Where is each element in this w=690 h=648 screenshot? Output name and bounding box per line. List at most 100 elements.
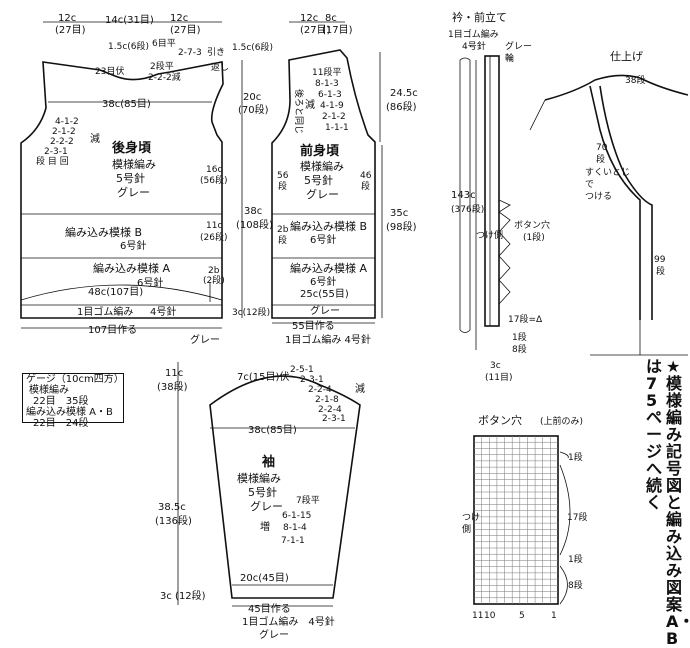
back-rd-1: 16c <box>206 165 222 175</box>
front-pattern: 模様編み <box>300 159 344 173</box>
back-arm-2: 2-1-2 <box>52 127 76 137</box>
sleeve-top-2: (38段) <box>157 380 188 393</box>
front-sl-1: 56 <box>277 171 289 181</box>
bh-col-5: 5 <box>519 611 525 621</box>
sleeve-cd-2: 2-3-1 <box>300 375 324 385</box>
bh-row-8: 8段 <box>568 579 583 591</box>
sleeve-cd-4: 2-1-8 <box>315 395 339 405</box>
back-rd-3: 11c <box>206 221 222 231</box>
back-band-b-needle: 6号針 <box>120 239 146 252</box>
front-sr-2: 段 <box>361 180 370 192</box>
back-rib: 1目ゴム編み <box>77 305 133 318</box>
gauge-title: ゲージ（10cm四方） <box>26 374 124 385</box>
back-band-b: 編み込み模様 B <box>65 225 142 239</box>
sleeve-inc-2: 6-1-15 <box>282 511 311 521</box>
gauge-pattern-val: 22目 35段 <box>33 396 89 407</box>
front-top-c1: (27目) <box>300 25 331 36</box>
band-rib: 1目ゴム編み <box>448 28 499 40</box>
back-rib-needle: 4号針 <box>150 305 176 318</box>
front-back-ref: 後ろと同じ <box>293 89 305 134</box>
bh-row-1: 1段 <box>568 451 583 463</box>
sleeve-inc-3: 8-1-4 <box>283 523 307 533</box>
sleeve-color: グレー <box>250 499 283 513</box>
back-rd-5: 2b <box>208 266 220 276</box>
back-rd-6: (2段) <box>203 274 225 286</box>
band-outline-strip <box>459 57 471 333</box>
front-band-b-needle: 6号針 <box>310 233 336 246</box>
finishing: 仕上げ 38段 70 段 すくいとじ で つける 99 段 <box>529 50 689 356</box>
front-top-c2: (17目) <box>322 25 353 36</box>
back-neck-2: 2段平 <box>150 60 174 72</box>
side-note-line2: は75ページへ続く <box>646 357 663 512</box>
buttonhole-chart: ボタン穴 (上前のみ) つけ 側 11 10 5 1 1段 17段 1段 8段 <box>462 413 587 621</box>
band-len-1: 143c <box>451 190 476 201</box>
band-bh: ボタン穴 <box>514 219 550 231</box>
bh-side-2: 側 <box>462 523 471 535</box>
back-neck-1: 23目伏 <box>95 65 124 77</box>
sleeve-w20: 20c(45目) <box>240 573 289 584</box>
back-pattern: 模様編み <box>112 157 156 171</box>
back-needle: 5号針 <box>116 171 145 185</box>
finish-99-1: 99 <box>654 255 666 265</box>
front-sr-1: 46 <box>360 171 372 181</box>
back-w38: 38c(85目) <box>102 99 151 110</box>
sleeve-len-2: (136段) <box>155 514 192 527</box>
finish-arm <box>529 99 546 131</box>
bh-col-10: 10 <box>484 611 496 621</box>
sleeve-cd-6: 2-3-1 <box>322 414 346 424</box>
back-color: グレー <box>117 185 150 199</box>
side-dims: 1.5c(6段) 20c (70段) 38c (108段) 3c(12段) <box>232 41 273 318</box>
back-gray: グレー <box>190 333 220 346</box>
bh-brace-2 <box>559 464 571 556</box>
band-8: 8段 <box>512 343 527 355</box>
finish-70-2: 段 <box>596 153 605 165</box>
finish-sew-1: すくいとじ <box>585 167 630 178</box>
bh-row-17: 17段 <box>567 511 587 523</box>
back-outline <box>20 61 224 319</box>
bh-col-1: 1 <box>551 611 557 621</box>
back-shoulder-1: 1.5c(6段) <box>108 40 149 52</box>
sleeve-needle: 5号針 <box>248 485 277 499</box>
front-gray: グレー <box>310 304 340 317</box>
band-bh-count: (1段) <box>523 231 545 243</box>
front-2b-2: 段 <box>278 234 287 246</box>
sleeve-gray: グレー <box>259 628 289 641</box>
side-dim-6: 3c(12段) <box>232 306 270 318</box>
finish-neck-left <box>589 85 641 320</box>
sleeve-inc-1: 7段平 <box>296 494 320 506</box>
front-top-w1: 12c <box>300 13 318 24</box>
front-dim35-2: (98段) <box>386 220 417 233</box>
back-title: 後身頃 <box>112 140 152 156</box>
finish-neck-right <box>599 85 653 320</box>
front-sl-2: 段 <box>278 180 287 192</box>
sleeve-rib: 1目ゴム編み 4号針 <box>242 615 335 628</box>
sleeve-top-1: 11c <box>165 368 183 379</box>
side-dim-3: (70段) <box>238 103 269 116</box>
back-w48: 48c(107目) <box>88 287 143 298</box>
gauge-pattern: 模様編み <box>29 385 69 396</box>
back-shoulder-5: 返し <box>211 61 229 73</box>
band-bottom-2: (11目) <box>485 372 512 383</box>
back-arm-6: 減 <box>90 132 100 145</box>
sleeve-cap-mark: 減 <box>355 382 365 395</box>
front-band-a: 編み込み模様 A <box>290 261 367 275</box>
front-cast-on: 55目作る <box>292 320 335 332</box>
back-band-a-needle: 6号針 <box>137 276 163 289</box>
bh-brace-1 <box>559 451 569 459</box>
back-band-a: 編み込み模様 A <box>93 261 170 275</box>
finish-title: 仕上げ <box>610 50 643 63</box>
front-neck-mark: 減 <box>305 98 315 111</box>
back-rd-2: (56段) <box>200 174 227 186</box>
band-buttonholes <box>498 199 511 305</box>
finish-70-1: 70 <box>596 143 608 153</box>
front-color: グレー <box>306 187 339 201</box>
finish-sew-2: で <box>585 180 594 190</box>
back-shoulder-3: 2-7-3 <box>178 48 202 58</box>
back-body: 12c 14c(31目) 12c (27目) (27目) 1.5c(6段) 6目… <box>20 13 229 346</box>
band-17: 17段=Δ <box>508 313 543 325</box>
band-side: つけ側 <box>476 229 503 241</box>
finish-sew-3: つける <box>585 191 612 202</box>
front-dim35-1: 35c <box>390 208 408 219</box>
finish-38: 38段 <box>625 74 645 86</box>
